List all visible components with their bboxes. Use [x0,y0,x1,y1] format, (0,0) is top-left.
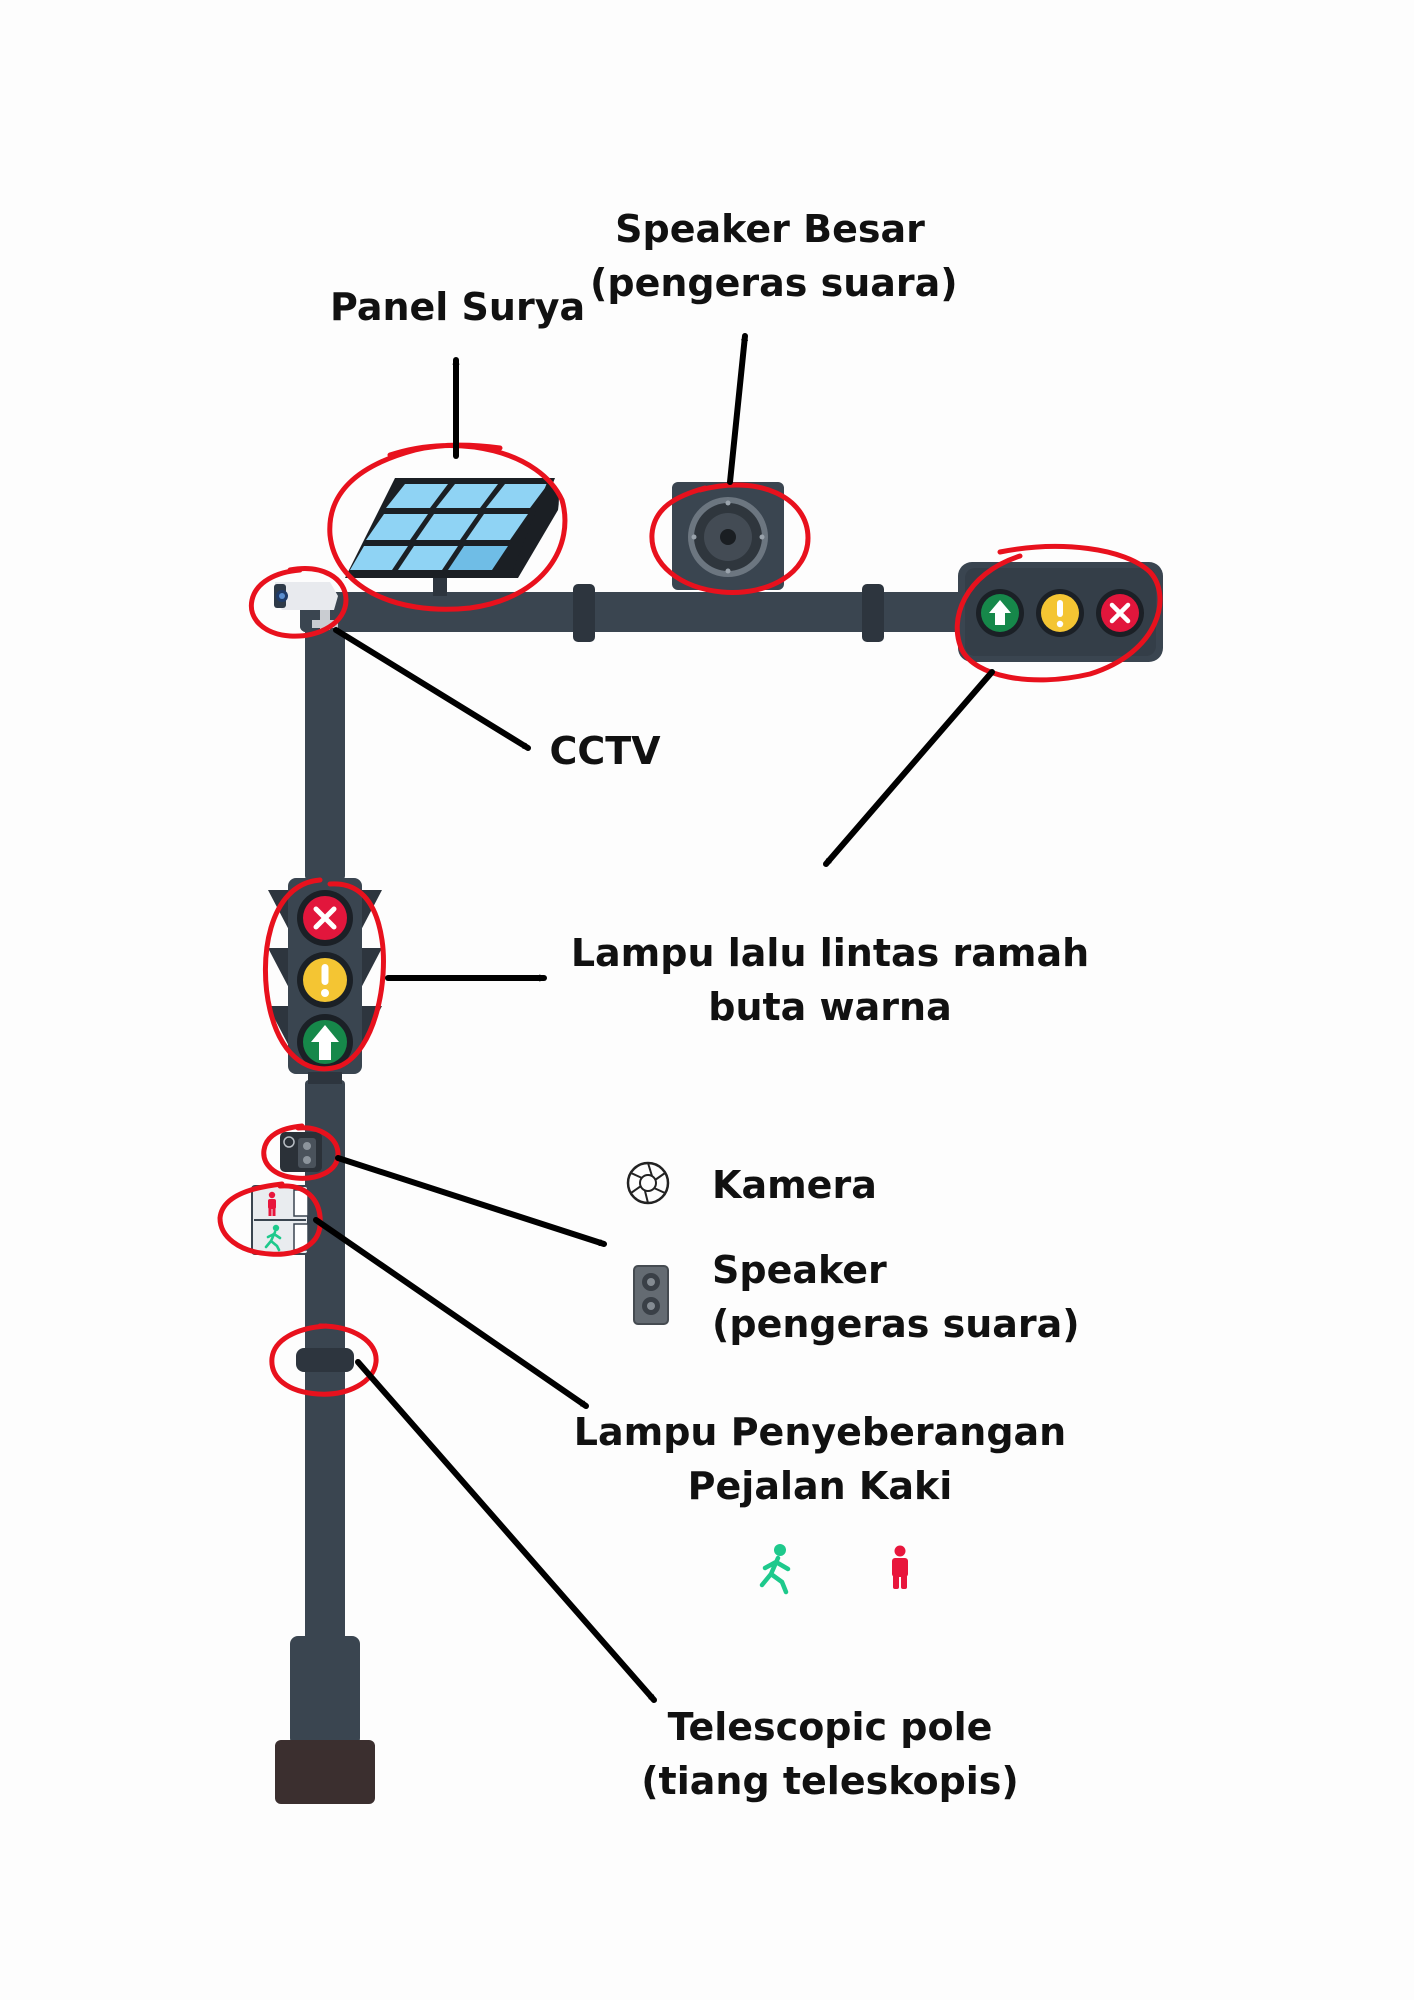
pole-camera-box [280,1132,322,1172]
label-speaker-besar-line1: Speaker Besar [615,207,925,251]
label-telescopic-line2: (tiang teleskopis) [641,1759,1019,1803]
arrows [313,333,995,1703]
label-speaker-line2: (pengeras suara) [712,1302,1080,1346]
pedestrian-stop-icon [892,1545,908,1589]
camera-aperture-icon [626,1161,670,1205]
label-speaker-besar: Speaker Besar (pengeras suara) [590,202,958,310]
traffic-light-horizontal-icon [958,562,1163,662]
label-telescopic-line1: Telescopic pole [667,1705,993,1749]
label-speaker: Speaker (pengeras suara) [712,1243,1092,1351]
label-lampu-lalu-lintas: Lampu lalu lintas ramah buta warna [560,926,1100,1034]
label-penyeberangan-line1: Lampu Penyeberangan [573,1410,1067,1454]
label-kamera: Kamera [712,1158,952,1212]
arrow-telescopic [355,1359,657,1703]
speaker-box-icon [672,482,784,590]
label-telescopic: Telescopic pole (tiang teleskopis) [630,1700,1030,1808]
highlight-cctv [248,566,349,639]
label-penyeberangan-line2: Pejalan Kaki [687,1464,953,1508]
label-speaker-line1: Speaker [712,1248,887,1292]
arrow-cctv [333,627,531,751]
highlight-horizontal-light [954,543,1163,683]
label-panel-surya: Panel Surya [330,280,586,334]
arrow-penyeberangan [313,1217,589,1409]
label-kamera-line1: Kamera [712,1163,877,1207]
pole-lower-sleeve [290,1636,360,1746]
pole-base [275,1740,375,1804]
pole-structure [275,584,980,1804]
label-speaker-besar-line2: (pengeras suara) [590,261,958,305]
highlight-speaker [649,482,811,595]
traffic-light-vertical-icon [268,878,382,1084]
arrow-horizontal-light [823,669,995,867]
highlight-telescopic-collar [269,1323,379,1397]
arm-clamp-1 [573,584,595,642]
pedestrian-walk-icon [759,1544,791,1595]
label-cctv-line1: CCTV [549,729,661,773]
telescopic-collar [296,1348,354,1372]
arm-clamp-2 [862,584,884,642]
highlight-circles [217,442,1163,1397]
highlight-camera-box [261,1123,341,1181]
solar-panel-icon [345,478,559,596]
horizontal-arm [300,592,980,632]
small-speaker-icon [633,1265,669,1325]
highlight-solar-panel [327,442,568,612]
highlight-pedestrian-light [217,1181,323,1257]
label-lampu-lalu-lintas-line2: buta warna [708,985,952,1029]
label-panel-surya-line1: Panel Surya [330,285,586,329]
pole-pedestrian-light [251,1185,309,1255]
arrow-speaker-besar [727,333,748,485]
highlight-vertical-light [263,877,386,1072]
label-penyeberangan: Lampu Penyeberangan Pejalan Kaki [570,1405,1070,1513]
label-lampu-lalu-lintas-line1: Lampu lalu lintas ramah [570,931,1090,975]
cctv-camera-icon [274,582,338,630]
label-cctv: CCTV [540,724,670,778]
arrow-kamera [335,1155,607,1247]
upper-pole [305,600,345,880]
